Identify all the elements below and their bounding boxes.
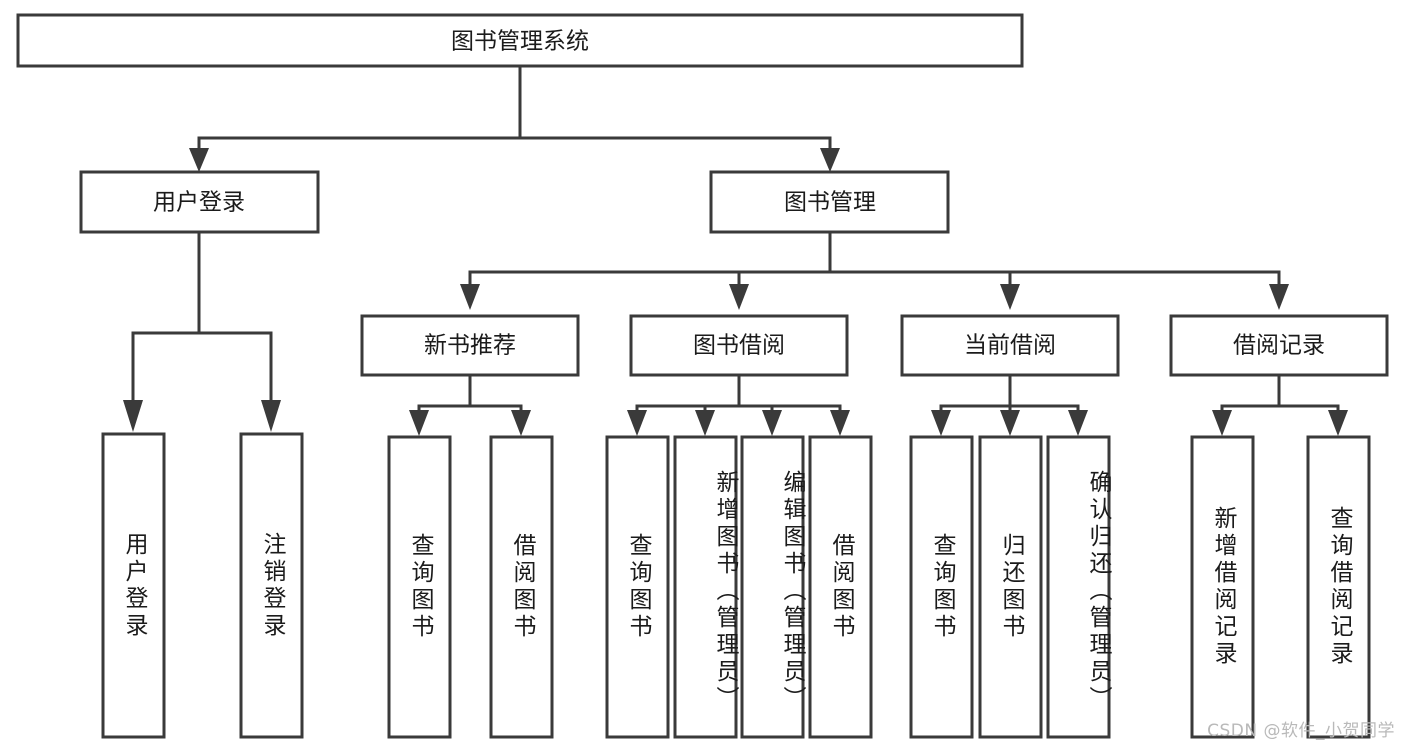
node-leaf-user-logout-box[interactable]	[239, 432, 304, 739]
node-leaf-borrow-book-2-box[interactable]	[808, 435, 873, 739]
node-current-borrow-box[interactable]	[900, 314, 1120, 377]
node-borrow-record-box[interactable]	[1169, 314, 1389, 377]
arrow-head-leaf-edit-book	[762, 410, 782, 436]
leaf-boxes	[101, 432, 1371, 739]
arrow-head-book-manage	[820, 148, 840, 172]
arrow-head-leaf-query-record	[1328, 410, 1348, 436]
node-borrow-record[interactable]: 借阅记录	[1169, 314, 1389, 377]
node-book-borrow-label: 图书借阅	[693, 333, 785, 359]
arrow-head-book-borrow	[729, 284, 749, 310]
node-leaf-confirm-return-box[interactable]	[1046, 435, 1111, 739]
connectors-user-login-to-leaves	[123, 230, 281, 432]
arrow-head-leaf-return-book	[1000, 410, 1020, 436]
node-current-borrow-label: 当前借阅	[964, 333, 1056, 359]
node-leaf-add-book-box[interactable]	[673, 435, 738, 739]
arrow-head-user-login	[189, 148, 209, 172]
connectors-book-borrow-to-leaves	[627, 373, 850, 436]
arrow-head-leaf-confirm-return	[1068, 410, 1088, 436]
node-borrow-record-label: 借阅记录	[1233, 333, 1325, 359]
arrow-head-leaf-user-login	[123, 400, 143, 432]
arrow-head-leaf-query-book-3	[931, 410, 951, 436]
arrow-head-borrow-record	[1269, 284, 1289, 310]
connectors-borrow-record-to-leaves	[1212, 373, 1348, 436]
node-book-manage-label: 图书管理	[784, 190, 876, 216]
node-root-box[interactable]	[16, 13, 1024, 68]
node-leaf-edit-book-box[interactable]	[740, 435, 805, 739]
node-leaf-query-book-3-box[interactable]	[909, 435, 974, 739]
arrow-head-leaf-user-logout	[261, 400, 281, 432]
node-root-label: 图书管理系统	[451, 29, 589, 55]
node-leaf-user-login-box[interactable]	[101, 432, 166, 739]
node-book-manage[interactable]: 图书管理	[709, 170, 950, 234]
node-leaf-query-book-2-box[interactable]	[605, 435, 670, 739]
node-user-login-label: 用户登录	[153, 190, 245, 216]
arrow-head-leaf-add-record	[1212, 410, 1232, 436]
node-leaf-add-record-box[interactable]	[1190, 435, 1255, 739]
node-leaf-borrow-book-1-box[interactable]	[489, 435, 554, 739]
node-new-book-rec[interactable]: 新书推荐	[360, 314, 580, 377]
node-leaf-query-record-box[interactable]	[1306, 435, 1371, 739]
node-user-login-box[interactable]	[79, 170, 320, 234]
node-current-borrow[interactable]: 当前借阅	[900, 314, 1120, 377]
arrow-head-current-borrow	[1000, 284, 1020, 310]
node-leaf-query-book-1-box[interactable]	[387, 435, 452, 739]
node-book-manage-box[interactable]	[709, 170, 950, 234]
arrow-head-leaf-borrow-book-2	[830, 410, 850, 436]
connectors-book-manage-to-level3	[460, 230, 1289, 310]
arrow-head-new-book-rec	[460, 284, 480, 310]
node-new-book-rec-label: 新书推荐	[424, 333, 516, 359]
connectors-root-to-level2	[189, 64, 840, 172]
arrow-head-leaf-add-book	[695, 410, 715, 436]
csdn-watermark: CSDN @软件_小贺同学	[1207, 721, 1395, 741]
connectors-new-book-rec-to-leaves	[409, 373, 531, 436]
node-book-borrow[interactable]: 图书借阅	[629, 314, 849, 377]
connectors-current-borrow-to-leaves	[931, 373, 1088, 436]
node-leaf-return-book-box[interactable]	[978, 435, 1043, 739]
node-new-book-rec-box[interactable]	[360, 314, 580, 377]
node-user-login[interactable]: 用户登录	[79, 170, 320, 234]
arrow-head-leaf-borrow-book-1	[511, 410, 531, 436]
node-book-borrow-box[interactable]	[629, 314, 849, 377]
arrow-head-leaf-query-book-2	[627, 410, 647, 436]
node-root[interactable]: 图书管理系统	[16, 13, 1024, 68]
arrow-head-leaf-query-book-1	[409, 410, 429, 436]
